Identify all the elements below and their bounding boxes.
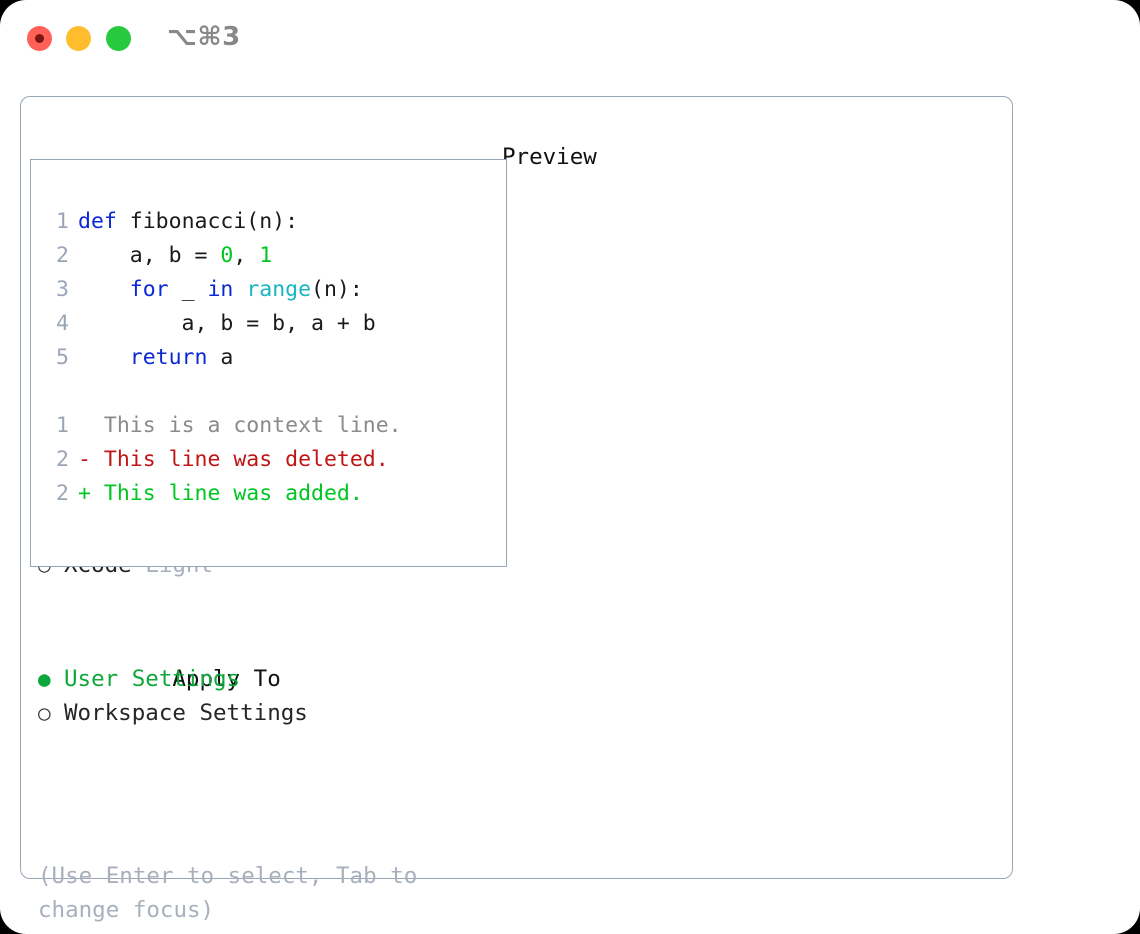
diff-marker-gap bbox=[91, 447, 104, 472]
diff-marker: + bbox=[78, 481, 91, 506]
apply-to-option-label: User Settings bbox=[64, 666, 241, 692]
code-token-kw: for bbox=[129, 277, 169, 302]
line-number: 2 bbox=[56, 447, 69, 472]
diff-line: 1 This is a context line. bbox=[47, 409, 502, 443]
minimize-window-button[interactable] bbox=[66, 26, 91, 51]
code-token-txt: a, b = b, a + b bbox=[78, 311, 376, 336]
code-token-kw: def bbox=[78, 209, 117, 234]
code-line: 4 a, b = b, a + b bbox=[47, 307, 502, 341]
code-token-fn: range bbox=[246, 277, 312, 302]
code-token-txt: a bbox=[207, 345, 234, 370]
apply-to-label: Apply To bbox=[172, 666, 281, 692]
diff-text: This is a context line. bbox=[103, 413, 402, 438]
code-line: 1 def fibonacci(n): bbox=[47, 205, 502, 239]
apply-to-header: ○Apply To bbox=[38, 628, 488, 692]
diff-marker bbox=[78, 413, 91, 438]
line-number: 3 bbox=[56, 277, 69, 302]
line-number: 1 bbox=[56, 209, 69, 234]
code-diff-gap bbox=[47, 375, 502, 409]
apply-to-option-row[interactable]: ● User Settings bbox=[38, 662, 488, 696]
line-number: 4 bbox=[56, 311, 69, 336]
diff-marker: - bbox=[78, 447, 91, 472]
close-window-button[interactable] bbox=[27, 26, 52, 51]
diff-line: 2- This line was deleted. bbox=[47, 443, 502, 477]
code-token-num: 0 bbox=[220, 243, 234, 268]
code-token-txt: fibonacci(n): bbox=[129, 209, 299, 234]
code-line: 5 return a bbox=[47, 341, 502, 375]
code-token-txt bbox=[78, 277, 130, 302]
code-token-txt: , bbox=[233, 243, 260, 268]
radio-unselected-icon[interactable]: ○ bbox=[38, 701, 51, 725]
preview-column: Preview bbox=[502, 140, 992, 174]
line-number: 2 bbox=[56, 243, 69, 268]
diff-marker-gap bbox=[91, 413, 104, 438]
apply-to-option-row[interactable]: ○ Workspace Settings bbox=[38, 696, 488, 730]
code-token-txt: _ bbox=[168, 277, 208, 302]
diff-text: This line was deleted. bbox=[103, 447, 389, 472]
code-token-txt bbox=[233, 277, 246, 302]
code-token-txt: (n): bbox=[311, 277, 363, 302]
preview-title: Preview bbox=[502, 144, 597, 170]
radio-selected-icon[interactable]: ● bbox=[38, 667, 51, 691]
maximize-window-button[interactable] bbox=[106, 26, 131, 51]
content-panel: >Select Theme ○ANSI Dark○Atom One Dark○A… bbox=[20, 96, 1013, 923]
line-number: 1 bbox=[56, 413, 69, 438]
line-number: 2 bbox=[56, 481, 69, 506]
apply-to-option-label: Workspace Settings bbox=[64, 700, 308, 726]
diff-sample: 1 This is a context line.2- This line wa… bbox=[47, 409, 502, 511]
keyboard-hint-text: (Use Enter to select, Tab to change focu… bbox=[38, 863, 418, 923]
diff-text: This line was added. bbox=[103, 481, 363, 506]
code-token-kw: in bbox=[207, 277, 234, 302]
diff-line: 2 + This line was added. bbox=[47, 477, 502, 511]
line-number: 5 bbox=[56, 345, 69, 370]
code-token-kw: return bbox=[129, 345, 208, 370]
section-spacer bbox=[38, 582, 488, 628]
code-token-num: 1 bbox=[259, 243, 273, 268]
diff-marker-gap bbox=[91, 481, 104, 506]
keyboard-shortcut-label: ⌥⌘3 bbox=[167, 22, 241, 52]
code-line: 2 a, b = 0, 1 bbox=[47, 239, 502, 273]
code-token-txt bbox=[78, 345, 130, 370]
apply-to-option-list: ● User Settings ○ Workspace Settings bbox=[38, 662, 488, 730]
code-token-txt bbox=[117, 209, 130, 234]
code-line: 3 for _ in range(n): bbox=[47, 273, 502, 307]
code-token-txt: a, b = bbox=[78, 243, 221, 268]
title-bar: ⌥⌘3 bbox=[0, 0, 1140, 78]
